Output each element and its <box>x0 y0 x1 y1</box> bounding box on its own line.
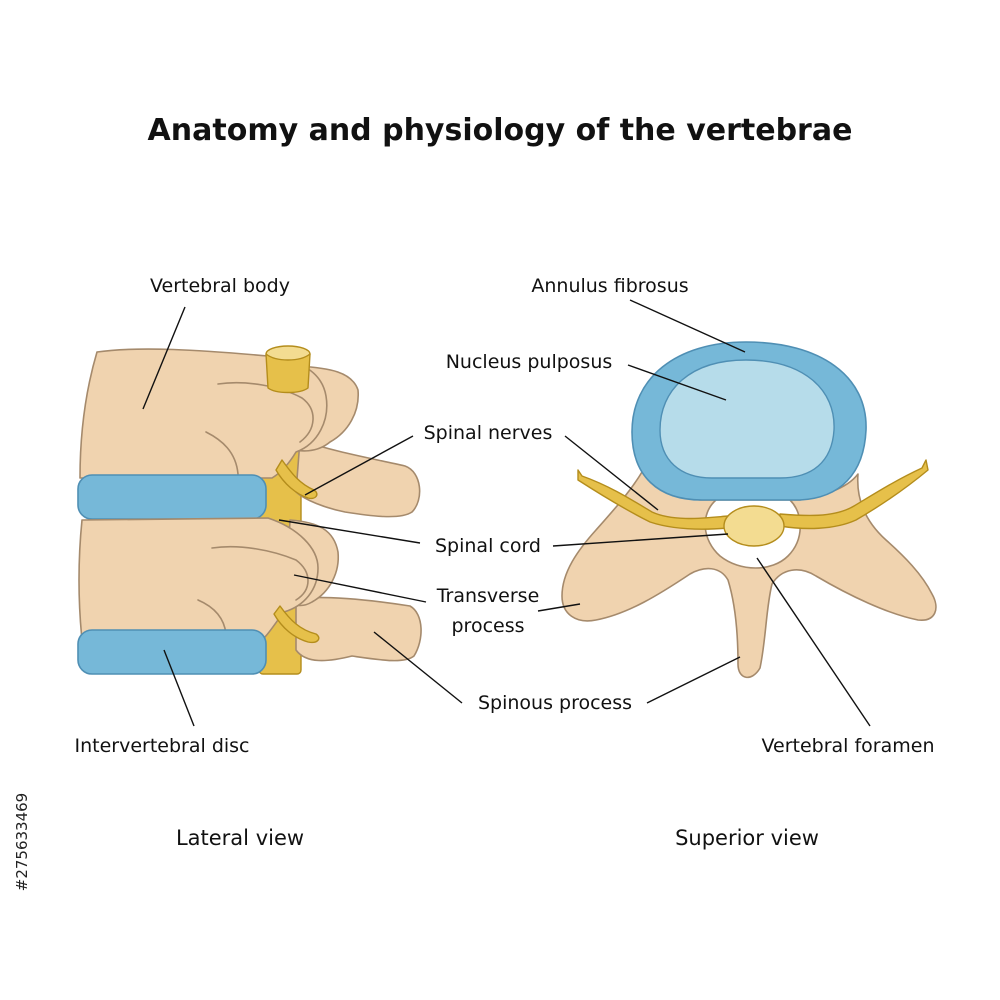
superior-spinal-cord <box>723 505 785 547</box>
leader-lines <box>142 299 871 727</box>
leader-spinous-process-lateral <box>373 631 463 704</box>
upper-body-contour-2 <box>205 431 239 475</box>
lower-nerve-root <box>273 605 320 644</box>
lateral-spinal-cord-cap <box>265 353 311 394</box>
upper-body-contour <box>217 381 314 443</box>
label-spinal-nerves: Spinal nerves <box>424 422 553 444</box>
label-transverse-process-line2: process <box>451 615 524 637</box>
lateral-view <box>77 345 422 675</box>
label-annulus-fibrosus: Annulus fibrosus <box>531 275 688 297</box>
labels: Vertebral body Annulus fibrosus Nucleus … <box>75 275 935 757</box>
leader-annulus-fibrosus <box>629 299 746 353</box>
diagram-title: Anatomy and physiology of the vertebrae <box>148 113 853 148</box>
caption-superior-view: Superior view <box>675 826 819 850</box>
leader-spinal-cord-superior <box>552 533 729 547</box>
leader-transverse-process-lateral <box>293 574 427 603</box>
label-nucleus-pulposus: Nucleus pulposus <box>446 351 613 373</box>
leader-nucleus-pulposus <box>627 364 727 401</box>
upper-spinous-process <box>295 439 421 518</box>
upper-intervertebral-disc <box>77 474 267 520</box>
leader-spinal-cord-lateral <box>278 519 421 544</box>
label-spinal-cord: Spinal cord <box>435 535 541 557</box>
label-intervertebral-disc: Intervertebral disc <box>75 735 250 757</box>
label-transverse-process-line1: Transverse <box>436 585 540 607</box>
leader-transverse-process-superior <box>537 603 581 612</box>
label-vertebral-foramen: Vertebral foramen <box>761 735 934 757</box>
leader-spinous-process-superior <box>646 656 741 704</box>
leader-vertebral-foramen <box>756 557 871 727</box>
label-vertebral-body: Vertebral body <box>150 275 290 297</box>
caption-lateral-view: Lateral view <box>176 826 304 850</box>
nucleus-pulposus-shape <box>659 359 835 479</box>
lower-intervertebral-disc <box>77 629 267 675</box>
lower-spinous-process <box>295 596 422 662</box>
label-spinous-process: Spinous process <box>478 692 632 714</box>
upper-vertebral-body <box>79 348 328 479</box>
leader-spinal-nerves-superior <box>564 435 659 511</box>
leader-vertebral-body <box>142 306 186 410</box>
upper-nerve-root <box>275 459 318 500</box>
superior-view <box>561 341 937 679</box>
leader-spinal-nerves-lateral <box>304 435 414 496</box>
leader-intervertebral-disc <box>163 649 195 727</box>
side-stock-id: #275633469 <box>13 793 31 891</box>
lower-body-contour <box>211 545 309 601</box>
